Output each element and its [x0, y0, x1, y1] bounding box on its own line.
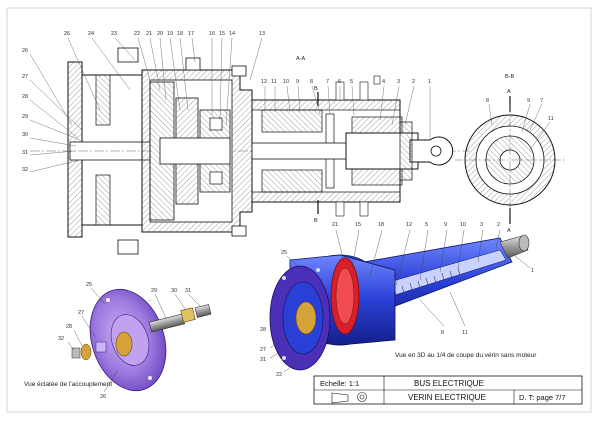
balloon-12: 12 [261, 79, 267, 85]
lead-screw [251, 142, 348, 160]
balloon-7: 7 [326, 79, 329, 85]
balloon-ex-30: 30 [171, 288, 177, 294]
balloon-2: 2 [412, 79, 415, 85]
project-title: BUS ELECTRIQUE [414, 379, 484, 388]
cut-letter-a-bottom: A [507, 228, 511, 234]
balloons-section-left: 26 27 28 29 30 31 32 [22, 48, 28, 173]
balloon-1: 1 [428, 79, 431, 85]
balloon-31-left: 31 [22, 150, 28, 156]
balloon-9: 9 [296, 79, 299, 85]
balloon-26-left: 26 [22, 48, 28, 54]
balloon-bb-7: 7 [540, 98, 543, 104]
balloon-ex-26: 26 [100, 394, 106, 400]
projection-symbol-icon [331, 392, 367, 404]
sheet-border [6, 7, 592, 413]
balloon-30-left: 30 [22, 132, 28, 138]
exploded-view: 25 29 30 31 27 28 32 26 Vue éclatée de l… [24, 282, 212, 400]
balloon-8: 8 [310, 79, 313, 85]
balloon-16: 16 [209, 31, 215, 37]
balloon-bb-9: 9 [527, 98, 530, 104]
balloons-section-top: 26 24 23 22 21 20 19 18 17 16 15 14 13 1… [64, 31, 431, 85]
balloon-3d-9: 9 [444, 222, 447, 228]
balloon-15: 15 [219, 31, 225, 37]
caption-3d-view: Vue en 3D au 1/4 de coupe du vérin sans … [395, 352, 537, 359]
balloon-3d-27: 27 [260, 347, 266, 353]
title-block: Echelle: 1:1 BUS ELECTRIQUE VERIN ELECTR… [313, 375, 583, 405]
balloon-ex-28: 28 [66, 324, 72, 330]
balloon-26: 26 [64, 31, 70, 37]
balloon-ex-29: 29 [151, 288, 157, 294]
bearing-2 [209, 171, 223, 185]
balloon-3d-12: 12 [406, 222, 412, 228]
section-a-a-view: B B A-A [22, 31, 470, 255]
balloon-18: 18 [177, 31, 183, 37]
balloon-bb-8: 8 [486, 98, 489, 104]
balloon-4: 4 [382, 79, 385, 85]
balloon-11: 11 [271, 79, 277, 85]
balloon-14: 14 [229, 31, 235, 37]
balloon-ex-31: 31 [185, 288, 191, 294]
balloon-3d-2: 2 [497, 222, 500, 228]
balloon-3d-8: 8 [441, 330, 444, 336]
balloon-6: 6 [338, 79, 341, 85]
balloon-3d-15: 15 [355, 222, 361, 228]
balloon-17: 17 [188, 31, 194, 37]
balloon-bb-11: 11 [548, 116, 554, 122]
balloon-22: 22 [134, 31, 140, 37]
balloon-5: 5 [350, 79, 353, 85]
balloon-3d-28: 28 [260, 327, 266, 333]
balloon-3d-18: 18 [378, 222, 384, 228]
balloon-23: 23 [111, 31, 117, 37]
part-title: VERIN ELECTRIQUE [408, 393, 486, 402]
balloon-13: 13 [259, 31, 265, 37]
balloon-29-left: 29 [22, 114, 28, 120]
balloon-3: 3 [397, 79, 400, 85]
balloon-ex-27: 27 [78, 310, 84, 316]
balloon-3d-3: 3 [480, 222, 483, 228]
balloon-3d-11: 11 [462, 330, 468, 336]
balloon-ex-32: 32 [58, 336, 64, 342]
cut-letter-b-bottom: B [314, 218, 318, 224]
balloon-3d-21: 21 [332, 222, 338, 228]
balloon-3d-10: 10 [460, 222, 466, 228]
section-title-a-a: A-A [296, 56, 306, 62]
bearing-1 [209, 117, 223, 131]
balloon-10: 10 [283, 79, 289, 85]
three-d-view: 25 21 15 18 12 5 9 10 3 2 1 8 11 28 27 3… [260, 222, 537, 378]
balloon-24: 24 [88, 31, 94, 37]
balloon-19: 19 [167, 31, 173, 37]
scale-label: Echelle: 1:1 [320, 379, 359, 388]
balloon-ex-25: 25 [86, 282, 92, 288]
balloon-20: 20 [157, 31, 163, 37]
section-title-b-b: B-B [505, 74, 515, 80]
cut-letter-b-top: B [314, 86, 318, 92]
balloon-28-left: 28 [22, 94, 28, 100]
caption-exploded: Vue éclatée de l'accouplement [24, 381, 112, 388]
section-b-b-view: B-B A A 8 9 7 11 [455, 74, 565, 234]
balloon-27-left: 27 [22, 74, 28, 80]
balloon-3d-31: 31 [260, 357, 266, 363]
balloon-32-left: 32 [22, 167, 28, 173]
cut-letter-a-top: A [507, 89, 511, 95]
page-number: D. T: page 7/7 [519, 393, 566, 402]
balloon-3d-1: 1 [531, 268, 534, 274]
balloon-3d-22: 22 [276, 372, 282, 378]
balloon-3d-25: 25 [281, 250, 287, 256]
balloon-3d-5: 5 [425, 222, 428, 228]
balloon-21: 21 [146, 31, 152, 37]
